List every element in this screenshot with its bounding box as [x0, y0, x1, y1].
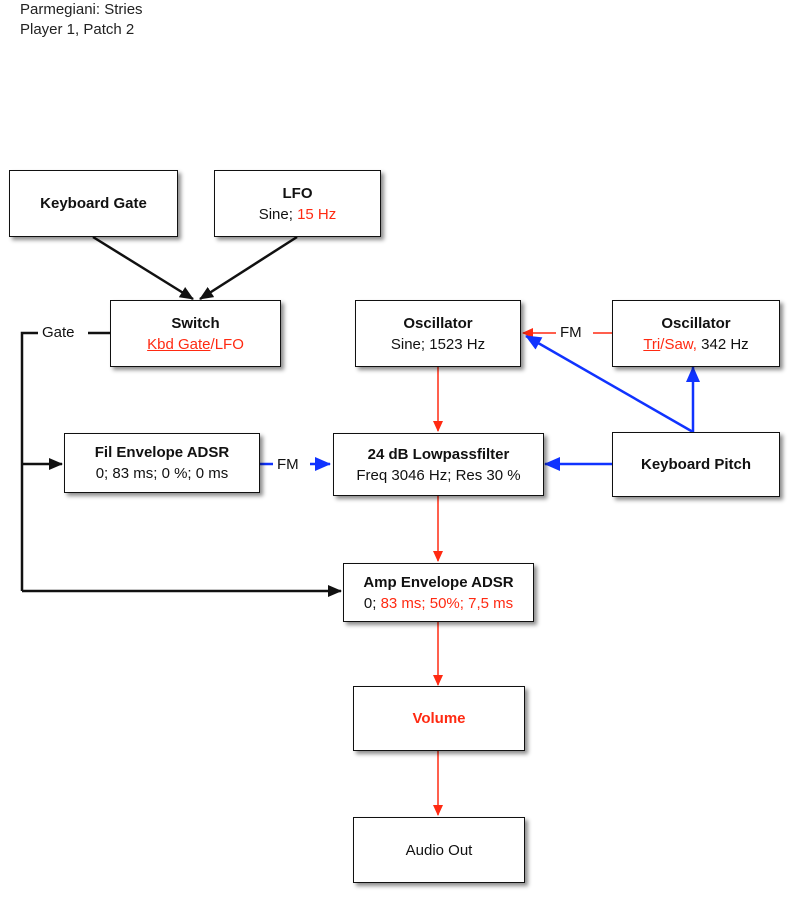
label-gate: Gate: [40, 324, 77, 342]
node-oscillator-2[interactable]: Oscillator Tri/Saw, 342 Hz: [612, 300, 780, 367]
node-title: Amp Envelope ADSR: [363, 573, 514, 591]
wire-kbdgate-switch: [92, 235, 194, 301]
switch-option-lfo: LFO: [214, 335, 244, 353]
node-params: Sine; 1523 Hz: [390, 335, 486, 353]
node-title: Switch: [171, 314, 220, 332]
node-params: Sine; 15 Hz: [258, 205, 337, 223]
node-keyboard-gate[interactable]: Keyboard Gate: [9, 170, 178, 237]
node-title: Keyboard Pitch: [640, 456, 752, 473]
node-lowpass-filter[interactable]: 24 dB Lowpassfilter Freq 3046 Hz; Res 30…: [333, 433, 544, 496]
node-params: Kbd Gate/LFO: [147, 335, 244, 353]
diagram-header: Parmegiani: Stries Player 1, Patch 2: [20, 0, 143, 40]
node-title: 24 dB Lowpassfilter: [367, 445, 510, 463]
header-title: Parmegiani: Stries: [20, 1, 143, 18]
node-title: Volume: [412, 710, 466, 727]
node-keyboard-pitch[interactable]: Keyboard Pitch: [612, 432, 780, 497]
node-title: Keyboard Gate: [40, 195, 147, 212]
node-volume[interactable]: Volume: [353, 686, 525, 751]
node-oscillator-1[interactable]: Oscillator Sine; 1523 Hz: [355, 300, 521, 367]
node-params: Tri/Saw, 342 Hz: [643, 335, 749, 353]
node-audio-out[interactable]: Audio Out: [353, 817, 525, 883]
header-subtitle: Player 1, Patch 2: [20, 21, 135, 38]
node-title: Audio Out: [405, 841, 473, 859]
node-lfo[interactable]: LFO Sine; 15 Hz: [214, 170, 381, 237]
node-fil-envelope[interactable]: Fil Envelope ADSR 0; 83 ms; 0 %; 0 ms: [64, 433, 260, 493]
node-params: 0; 83 ms; 0 %; 0 ms: [95, 465, 229, 482]
node-params: Freq 3046 Hz; Res 30 %: [356, 466, 521, 484]
wire-kbdpitch-osc1: [525, 334, 694, 434]
node-title: Oscillator: [403, 314, 473, 332]
node-title: LFO: [282, 184, 313, 202]
label-fm-oscillator: FM: [558, 324, 584, 342]
label-fm-filter: FM: [275, 456, 301, 474]
switch-option-kbd-gate: Kbd Gate: [147, 335, 211, 353]
node-params: 0; 83 ms; 50%; 7,5 ms: [363, 594, 514, 612]
node-title: Fil Envelope ADSR: [94, 444, 230, 461]
node-amp-envelope[interactable]: Amp Envelope ADSR 0; 83 ms; 50%; 7,5 ms: [343, 563, 534, 622]
wire-lfo-switch: [199, 235, 298, 301]
node-switch[interactable]: Switch Kbd Gate/LFO: [110, 300, 281, 367]
wire-gate-bus: [20, 331, 38, 591]
node-title: Oscillator: [661, 314, 731, 332]
